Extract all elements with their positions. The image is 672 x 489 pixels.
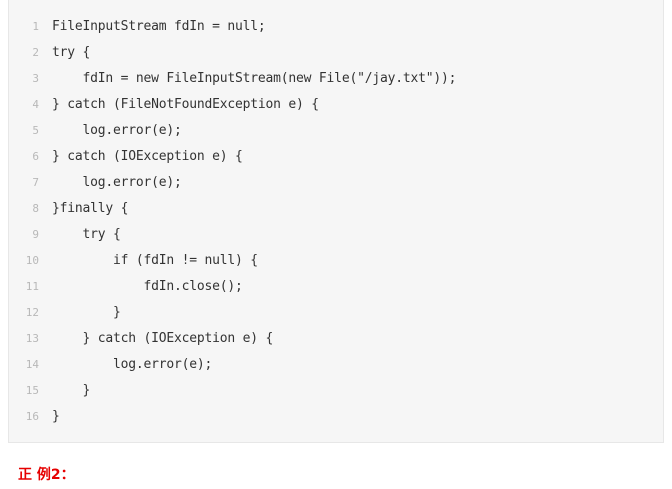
code-text: fdIn = new FileInputStream(new File("/ja… (52, 70, 457, 86)
code-line: 3 fdIn = new FileInputStream(new File("/… (9, 65, 663, 91)
line-number: 15 (25, 383, 39, 397)
line-number: 2 (32, 45, 39, 59)
line-number: 10 (25, 253, 39, 267)
code-line: 14 log.error(e); (9, 351, 663, 377)
code-text: } catch (FileNotFoundException e) { (52, 96, 319, 112)
code-line: 5 log.error(e); (9, 117, 663, 143)
code-text: log.error(e); (52, 356, 213, 372)
code-text: FileInputStream fdIn = null; (52, 18, 266, 34)
code-line: 8 }finally { (9, 195, 663, 221)
code-line: 10 if (fdIn != null) { (9, 247, 663, 273)
line-number: 3 (32, 71, 39, 85)
line-number: 6 (32, 149, 39, 163)
code-text: log.error(e); (52, 122, 182, 138)
code-line: 6 } catch (IOException e) { (9, 143, 663, 169)
code-line: 15 } (9, 377, 663, 403)
code-line: 16 } (9, 403, 663, 429)
line-number: 16 (25, 409, 39, 423)
line-number: 9 (32, 227, 39, 241)
code-line: 4 } catch (FileNotFoundException e) { (9, 91, 663, 117)
code-text: fdIn.close(); (52, 278, 243, 294)
line-number: 12 (25, 305, 39, 319)
code-text: }finally { (52, 200, 129, 216)
code-text: } (52, 304, 121, 320)
code-text: log.error(e); (52, 174, 182, 190)
code-line: 2 try { (9, 39, 663, 65)
code-line: 12 } (9, 299, 663, 325)
line-number: 13 (25, 331, 39, 345)
code-line: 9 try { (9, 221, 663, 247)
line-number: 14 (25, 357, 39, 371)
code-text: } catch (IOException e) { (52, 148, 243, 164)
code-text: try { (52, 44, 91, 60)
line-number: 4 (32, 97, 39, 111)
code-text: if (fdIn != null) { (52, 252, 258, 268)
code-line: 7 log.error(e); (9, 169, 663, 195)
code-line: 1 FileInputStream fdIn = null; (9, 13, 663, 39)
line-number: 11 (25, 279, 39, 293)
code-line: 13 } catch (IOException e) { (9, 325, 663, 351)
line-number: 5 (32, 123, 39, 137)
code-text: } (52, 408, 60, 424)
code-text: } (52, 382, 91, 398)
code-line: 11 fdIn.close(); (9, 273, 663, 299)
code-block: 1 FileInputStream fdIn = null; 2 try { 3… (8, 0, 664, 443)
line-number: 1 (32, 19, 39, 33)
example-heading: 正 例2： (18, 467, 75, 483)
code-text: try { (52, 226, 121, 242)
line-number: 8 (32, 201, 39, 215)
code-text: } catch (IOException e) { (52, 330, 274, 346)
line-number: 7 (32, 175, 39, 189)
